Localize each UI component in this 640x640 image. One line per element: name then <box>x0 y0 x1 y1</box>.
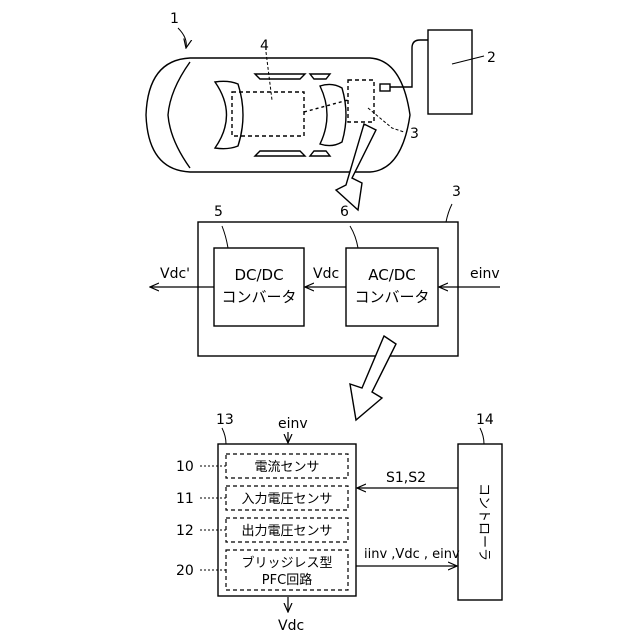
ref-11: 11 <box>176 491 194 507</box>
ref-13: 13 <box>216 412 234 428</box>
ref-5-leader <box>222 226 228 248</box>
controller-label: コントローラ <box>476 483 491 561</box>
dcdc-line2: コンバータ <box>221 288 296 306</box>
ref-13-leader <box>222 428 226 444</box>
dcdc-line1: DC/DC <box>234 266 283 284</box>
vehicle-figure <box>146 30 472 172</box>
ref-5: 5 <box>214 204 223 220</box>
charger-module-box <box>348 80 374 122</box>
ref-3-leader <box>446 204 452 222</box>
measurement-label: iinv ,Vdc , einv <box>364 547 460 562</box>
einv-in-label: einv <box>470 266 500 282</box>
s1-s2-label: S1,S2 <box>386 470 426 486</box>
top-leaders <box>178 28 484 132</box>
zoom-arrow-2 <box>350 336 396 420</box>
side-window-top-1 <box>255 74 305 79</box>
charge-port <box>380 84 390 91</box>
ref-2: 2 <box>487 50 496 66</box>
acdc-converter-box <box>346 248 438 326</box>
input-voltage-sensor-label: 入力電圧センサ <box>241 492 332 507</box>
side-window-top-2 <box>310 74 330 79</box>
ref-6: 6 <box>340 204 349 220</box>
ref-14: 14 <box>476 412 494 428</box>
dcdc-converter-box <box>214 248 304 326</box>
acdc-line1: AC/DC <box>368 266 416 284</box>
block-leaders <box>200 466 226 570</box>
ref-20: 20 <box>176 563 194 579</box>
windshield <box>215 81 243 148</box>
ref-14-leader <box>480 428 484 444</box>
vdc-out-label: Vdc' <box>160 266 190 282</box>
hood-line <box>168 62 190 168</box>
current-sensor-label: 電流センサ <box>254 460 319 475</box>
ref-4: 4 <box>260 38 269 54</box>
acdc-line2: コンバータ <box>354 288 429 306</box>
ref-3-mid: 3 <box>452 184 461 200</box>
vdc-mid-label: Vdc <box>313 266 339 282</box>
charge-cable <box>390 40 428 87</box>
ref-6-leader <box>350 226 358 248</box>
side-window-bottom-2 <box>310 151 330 156</box>
rear-window <box>320 84 346 145</box>
bridgeless-label-2: PFC回路 <box>262 572 312 588</box>
charger-box <box>428 30 472 114</box>
zoom-arrow-1 <box>336 124 376 210</box>
ref-12: 12 <box>176 523 194 539</box>
output-voltage-sensor-label: 出力電圧センサ <box>241 524 332 539</box>
side-window-bottom-1 <box>255 151 305 156</box>
einv-top-label: einv <box>278 416 308 432</box>
ref-3-top: 3 <box>410 126 419 142</box>
ref-1: 1 <box>170 11 179 27</box>
vehicle-body <box>146 58 410 172</box>
ref-10: 10 <box>176 459 194 475</box>
vdc-bottom-label: Vdc <box>278 618 304 634</box>
bridgeless-label-1: ブリッジレス型 <box>241 555 332 571</box>
